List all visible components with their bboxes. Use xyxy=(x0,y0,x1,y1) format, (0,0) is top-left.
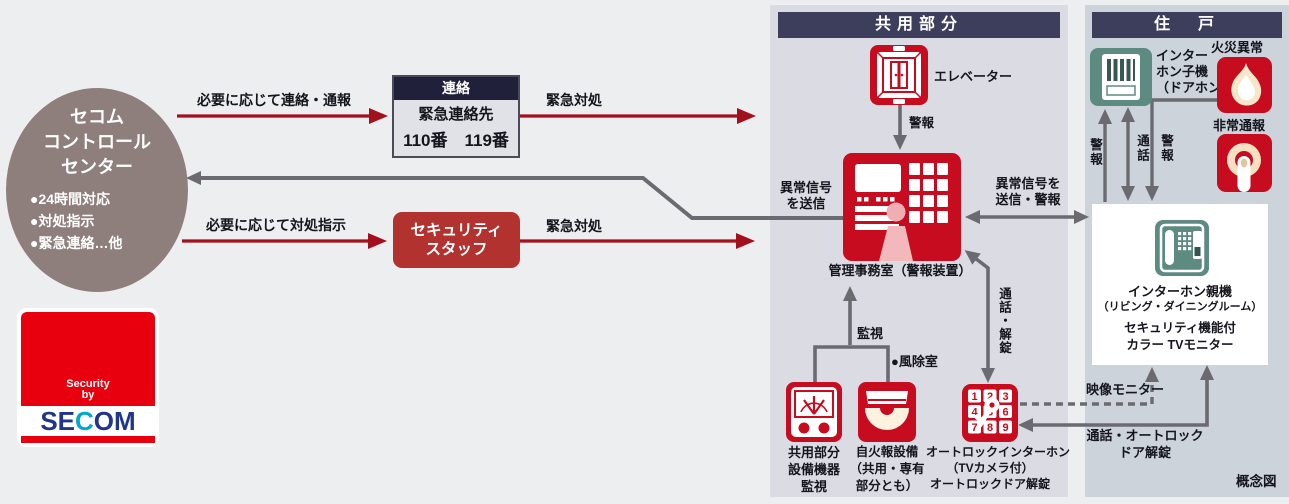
svg-text:4: 4 xyxy=(971,407,978,419)
label-video-monitor: 映像モニター xyxy=(1086,382,1165,397)
label-autolock-intercom: オートロックインターホン （TVカメラ付） オートロックドア解錠 xyxy=(926,445,1071,491)
svg-text:1: 1 xyxy=(971,391,977,403)
svg-text:3: 3 xyxy=(1002,391,1008,403)
label-signal-send-alarm: 異常信号を 送信・警報 xyxy=(995,176,1061,207)
residence-header: 住 戸 xyxy=(1092,12,1282,38)
emergency-numbers: 110番 119番 xyxy=(403,131,509,150)
label-talk-autolock: 通話・オートロック ドア解錠 xyxy=(1086,428,1204,460)
fire-alarm-equipment-icon xyxy=(858,382,916,447)
contact-box: 連絡 緊急連絡先 110番 119番 xyxy=(392,75,520,158)
svg-text:9: 9 xyxy=(1002,422,1008,434)
label-parent-line3: セキュリティ機能付 xyxy=(1124,321,1236,335)
secom-center-title: セコム コントロール センター xyxy=(43,107,151,177)
elevator-icon xyxy=(870,45,928,110)
parent-intercom-icon xyxy=(1155,220,1209,281)
label-signal-send: 異常信号 を送信 xyxy=(779,180,832,211)
fire-icon xyxy=(1217,57,1272,118)
label-instruction: 必要に応じて対処指示 xyxy=(206,217,346,233)
label-parent-line4: カラー TVモニター xyxy=(1126,338,1234,352)
residence-header-label: 住 戸 xyxy=(1153,16,1220,33)
label-contact-report: 必要に応じて連絡・通報 xyxy=(197,92,351,108)
label-elevator-alarm: 警報 xyxy=(909,116,935,130)
secom-logo: Security by SECOM xyxy=(17,308,159,447)
line-monitoring-branch xyxy=(813,345,890,383)
common-area-header: 共用部分 xyxy=(778,12,1060,38)
label-emergency-bottom: 緊急対処 xyxy=(546,218,602,234)
secom-logo-red-field: Security by xyxy=(21,312,155,407)
secom-wordmark: SECOM xyxy=(21,406,155,437)
arrow-res-alarm-down xyxy=(1145,98,1217,201)
label-res-talk: 通話 xyxy=(1135,134,1149,163)
label-windbreak-room: ●風除室 xyxy=(891,354,938,369)
arrow-signal-to-center xyxy=(186,171,843,220)
label-emergency-top: 緊急対処 xyxy=(546,92,602,108)
label-doorphone: インター ホン子機 （ドアホン） xyxy=(1156,48,1235,95)
emergency-contact-label: 緊急連絡先 xyxy=(418,106,494,123)
doorphone-icon xyxy=(1090,48,1152,111)
label-res-alarm-left: 警報 xyxy=(1088,138,1102,167)
svg-text:8: 8 xyxy=(987,422,993,434)
label-elevator: エレベーター xyxy=(934,69,1013,84)
svg-text:2: 2 xyxy=(987,391,993,403)
label-control-room: 管理事務室（警報装置） xyxy=(828,263,972,278)
label-fire-alarm-equipment: 自火報設備 （共用・専有 部分とも） xyxy=(849,445,925,493)
label-talk-unlock: 通話・解錠 xyxy=(997,287,1011,355)
label-concept-diagram: 概念図 xyxy=(1236,474,1277,489)
svg-text:7: 7 xyxy=(971,422,977,434)
arrow-talk-autolock xyxy=(1018,365,1214,432)
common-area-header-label: 共用部分 xyxy=(874,16,963,33)
control-panel-icon xyxy=(843,153,961,266)
autolock-intercom-icon: 1 2 3 4 5 6 7 8 9 xyxy=(962,384,1018,447)
secom-center-bullets: ●24時間対応 ●対処指示 ●緊急連絡…他 xyxy=(30,191,123,251)
security-staff-box: セキュリティ スタッフ xyxy=(393,212,520,268)
arrow-talk-unlock xyxy=(964,250,995,383)
secom-logo-stripe xyxy=(21,436,155,443)
label-monitoring: 監視 xyxy=(857,326,884,341)
label-res-alarm-right: 警報 xyxy=(1159,134,1173,163)
contact-box-header: 連絡 xyxy=(394,77,518,100)
secom-control-center: セコム コントロール センター ●24時間対応 ●対処指示 ●緊急連絡…他 xyxy=(6,88,188,292)
label-fire-abnormal: 火災異常 xyxy=(1211,40,1264,55)
equipment-monitor-icon xyxy=(786,382,842,447)
label-emergency-call: 非常通報 xyxy=(1213,118,1266,133)
label-parent-line1: インターホン親機 xyxy=(1127,284,1232,299)
emergency-button-icon xyxy=(1217,134,1272,197)
svg-text:6: 6 xyxy=(1002,407,1008,419)
label-equipment-monitor: 共用部分 設備機器 監視 xyxy=(787,445,840,494)
label-parent-line2: （リビング・ダイニングルーム） xyxy=(1097,301,1263,313)
